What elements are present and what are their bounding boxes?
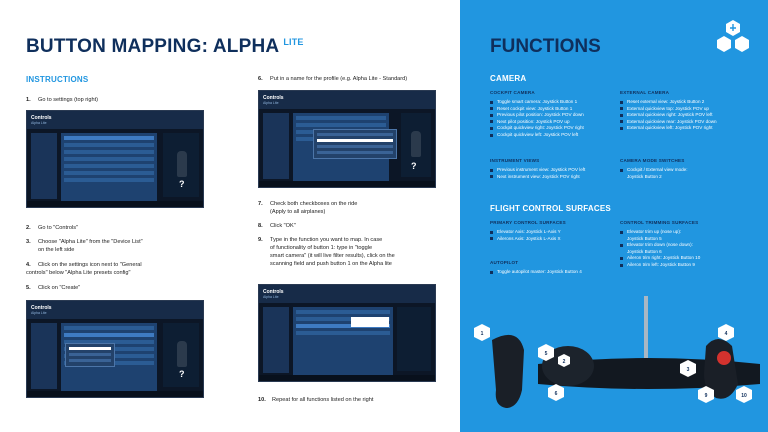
flight-control-heading: FLIGHT CONTROL SURFACES <box>490 204 611 213</box>
functions-page: FUNCTIONS CAMERA COCKPIT CAMERA Toggle s… <box>460 0 768 432</box>
cockpit-camera-heading: COCKPIT CAMERA <box>490 90 535 95</box>
primary-surfaces-list: Elevator Axis: Joystick L-Axis Y Aileron… <box>490 229 618 242</box>
step-10: 10.Repeat for all functions listed on th… <box>258 397 374 403</box>
marker-5: 5 <box>538 344 554 361</box>
list-item: Cockpit / External view mode:Joystick Bu… <box>620 167 760 180</box>
cockpit-camera-list: Toggle smart camera: Joystick Button 1 R… <box>490 99 618 139</box>
list-item: Next pilot position: Joystick POV up <box>490 119 618 126</box>
functions-title: FUNCTIONS <box>490 36 601 57</box>
profile-dialog <box>313 129 397 159</box>
svg-text:5: 5 <box>545 351 548 357</box>
trimming-surfaces-list: Elevator trim up (nose up):Joystick Butt… <box>620 229 760 269</box>
marker-2: 2 <box>558 354 570 367</box>
step-9: 9.Type in the function you want to map. … <box>258 237 395 267</box>
marker-6: 6 <box>548 384 564 401</box>
page-title-suffix: LITE <box>283 37 304 47</box>
device-list <box>31 133 57 199</box>
autopilot-heading: AUTOPILOT <box>490 260 519 265</box>
step-2: 2.Go to "Controls" <box>26 225 79 231</box>
svg-text:4: 4 <box>725 331 728 337</box>
marker-3: 3 <box>680 360 696 377</box>
list-item: Previous pilot position: Joystick POV do… <box>490 112 618 119</box>
trimming-surfaces-heading: CONTROL TRIMMING SURFACES <box>620 220 699 225</box>
instructions-heading: INSTRUCTIONS <box>26 75 89 84</box>
page-title-text: BUTTON MAPPING: ALPHA <box>26 36 280 57</box>
step-number: 1. <box>26 97 31 103</box>
external-camera-list: Reset external view: Joystick Button 2 E… <box>620 99 760 132</box>
trim-hat-red <box>717 351 731 365</box>
list-item: Cockpit quickview left: Joystick POV lef… <box>490 132 618 139</box>
camera-mode-heading: CAMERA MODE SWITCHES <box>620 158 685 163</box>
preview-pane <box>163 133 199 197</box>
center-module <box>542 346 594 386</box>
svg-text:3: 3 <box>687 367 690 373</box>
camera-mode-list: Cockpit / External view mode:Joystick Bu… <box>620 167 760 180</box>
marker-4: 4 <box>718 324 734 341</box>
list-item: Reset external view: Joystick Button 2 <box>620 99 760 106</box>
step-3: 3.Choose "Alpha Lite" from the "Device L… <box>26 239 143 253</box>
instrument-views-heading: INSTRUMENT VIEWS <box>490 158 540 163</box>
instrument-views-list: Previous instrument view: Joystick POV l… <box>490 167 618 180</box>
svg-text:1: 1 <box>481 331 484 337</box>
yoke-illustration: 1 2 3 4 5 6 9 10 <box>474 296 760 408</box>
step-6: 6.Put in a name for the profile (e.g. Al… <box>258 76 408 82</box>
marker-1: 1 <box>474 324 490 341</box>
autopilot-list: Toggle autopilot master: Joystick Button… <box>490 269 618 276</box>
svg-text:9: 9 <box>705 393 708 399</box>
list-item: Cockpit quickview right: Joystick POV ri… <box>490 125 618 132</box>
app-header-bar <box>27 111 203 129</box>
list-item: Aileron trim right: Joystick Button 10 <box>620 255 760 262</box>
list-item: Elevator Axis: Joystick L-Axis Y <box>490 229 618 236</box>
svg-text:10: 10 <box>741 393 747 399</box>
list-item: External quickview top: Joystick POV up <box>620 106 760 113</box>
svg-text:2: 2 <box>563 359 566 365</box>
help-mark: ? <box>179 179 185 189</box>
scanning-field <box>351 317 389 327</box>
list-item: Toggle autopilot master: Joystick Button… <box>490 269 618 276</box>
list-item: External quickview rear: Joystick POV do… <box>620 119 760 126</box>
marker-9: 9 <box>698 386 714 403</box>
yoke-shaft <box>644 296 648 358</box>
brand-logo-icon <box>717 20 749 52</box>
step-4: 4.Click on the settings icon next to "Ge… <box>26 262 142 276</box>
list-item: Reset cockpit view: Joystick Button 1 <box>490 106 618 113</box>
create-menu <box>65 343 115 367</box>
list-item: Elevator trim down (nose down):Joystick … <box>620 242 760 255</box>
list-item: Ailerons Axis: Joystick L-Axis X <box>490 236 618 243</box>
marker-10: 10 <box>736 386 752 403</box>
list-item: External quickview left: Joystick POV ri… <box>620 125 760 132</box>
list-item: External quickview right: Joystick POV l… <box>620 112 760 119</box>
settings-panel <box>61 133 157 201</box>
list-item: Elevator trim up (nose up):Joystick Butt… <box>620 229 760 242</box>
step-8: 8.Click "OK" <box>258 223 296 229</box>
svg-text:6: 6 <box>555 391 558 397</box>
camera-heading: CAMERA <box>490 74 527 83</box>
step-1: 1. Go to settings (top right) <box>26 96 98 104</box>
left-grip <box>492 334 524 408</box>
primary-surfaces-heading: PRIMARY CONTROL SURFACES <box>490 220 566 225</box>
step-text: Go to settings (top right) <box>38 97 99 103</box>
list-item: Toggle smart camera: Joystick Button 1 <box>490 99 618 106</box>
step-7: 7.Check both checkboxes on the ride (App… <box>258 201 358 215</box>
external-camera-heading: EXTERNAL CAMERA <box>620 90 670 95</box>
app-footer <box>27 201 203 207</box>
list-item: Aileron trim left: Joystick Button 9 <box>620 262 760 269</box>
step-5: 5.Click on "Create" <box>26 285 81 291</box>
list-item: Next instrument view: Joystick POV right <box>490 174 618 181</box>
list-item: Previous instrument view: Joystick POV l… <box>490 167 618 174</box>
